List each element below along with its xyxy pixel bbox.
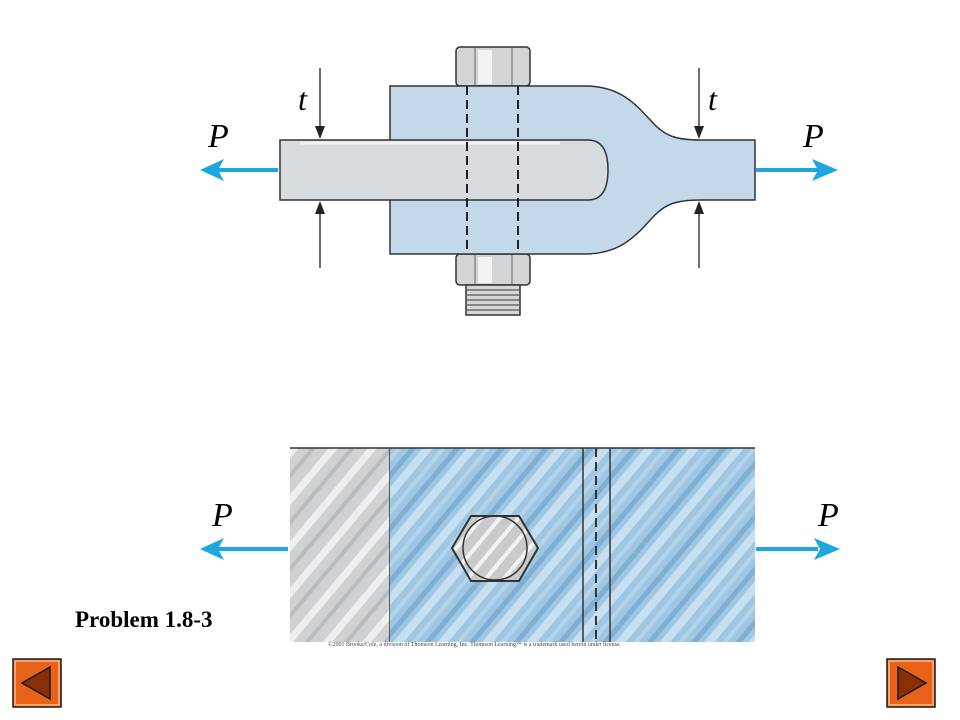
bolt-hidden-lines xyxy=(466,86,519,254)
load-arrow-right-top xyxy=(756,159,838,181)
load-label-left-top: P xyxy=(207,118,229,155)
bolt-head xyxy=(455,46,531,87)
triangle-left-icon xyxy=(12,658,62,708)
hex-nut-icon xyxy=(450,515,540,582)
side-view: P P xyxy=(200,447,840,642)
copyright-notice: ©2001 Brooks/Cole, a division of Thomson… xyxy=(328,642,622,648)
thickness-dimension-right xyxy=(694,68,704,268)
thickness-label-right: t xyxy=(708,81,718,117)
triangle-right-icon xyxy=(886,658,936,708)
nut xyxy=(455,253,531,286)
next-slide-button[interactable] xyxy=(886,658,936,708)
load-label-right-top: P xyxy=(802,118,824,155)
previous-slide-button[interactable] xyxy=(12,658,62,708)
clevis-slot-lines xyxy=(582,448,611,642)
load-label-left-bottom: P xyxy=(211,497,233,534)
thickness-label-left: t xyxy=(298,81,308,117)
load-arrow-left-bottom xyxy=(200,538,288,560)
top-view: P P t t xyxy=(200,46,838,316)
load-label-right-bottom: P xyxy=(817,497,839,534)
bar-left xyxy=(279,139,609,201)
load-arrow-right-bottom xyxy=(756,538,840,560)
load-arrow-left-top xyxy=(200,159,278,181)
bolt-thread xyxy=(465,284,521,316)
clevis-side xyxy=(390,448,755,642)
problem-label: Problem 1.8-3 xyxy=(75,607,213,632)
bar-side xyxy=(290,448,390,642)
thickness-dimension-left xyxy=(315,68,325,268)
